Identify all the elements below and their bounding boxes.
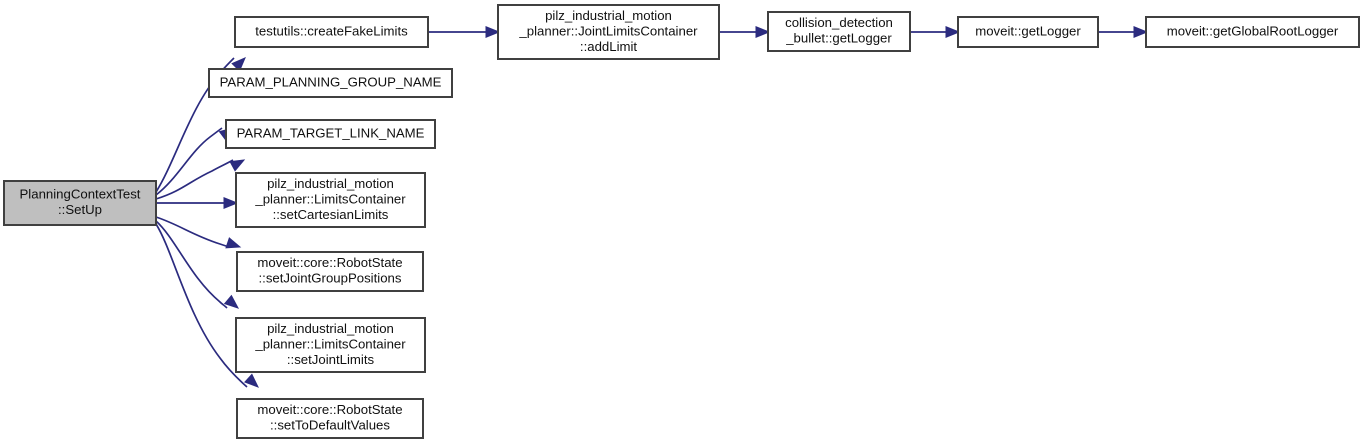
node-label-line: _planner::LimitsContainer — [254, 191, 406, 206]
graph-node-root[interactable]: PlanningContextTest::SetUp — [3, 180, 157, 226]
node-label-line: ::setJointLimits — [287, 352, 375, 367]
edge-addLimit-to-bulletGetLogger — [719, 26, 771, 38]
node-label-line: pilz_industrial_motion — [267, 321, 394, 336]
nodes-layer: PlanningContextTest::SetUp testutils::cre… — [3, 4, 1360, 439]
node-label-line: ::setJointGroupPositions — [259, 271, 402, 286]
node-label-line: ::SetUp — [58, 202, 102, 217]
node-label-line: PARAM_TARGET_LINK_NAME — [237, 125, 425, 140]
arrowhead — [225, 237, 242, 249]
node-label-line: pilz_industrial_motion — [545, 8, 672, 23]
node-label-line: _planner::LimitsContainer — [254, 336, 406, 351]
node-box[interactable] — [957, 16, 1099, 48]
node-label-line: moveit::core::RobotState — [257, 255, 402, 270]
node-box[interactable] — [767, 11, 911, 52]
edge-root-to-setToDefaultValues — [155, 223, 259, 388]
node-label-line: moveit::getGlobalRootLogger — [1167, 23, 1339, 38]
node-label-line: PARAM_PLANNING_GROUP_NAME — [220, 74, 442, 89]
node-box[interactable] — [3, 180, 157, 226]
arrowhead — [231, 57, 246, 72]
graph-node-addLimit[interactable]: pilz_industrial_motion_planner::JointLim… — [497, 4, 720, 60]
node-box[interactable] — [236, 251, 424, 292]
graph-node-setJointGroupPositions[interactable]: moveit::core::RobotState::setJointGroupP… — [236, 251, 424, 292]
edge-createFakeLimits-to-addLimit — [428, 26, 501, 38]
graph-node-setJointLimits[interactable]: pilz_industrial_motion_planner::LimitsCo… — [235, 317, 426, 373]
graph-node-paramPlanningGroupName[interactable]: PARAM_PLANNING_GROUP_NAME — [208, 68, 453, 98]
arrowhead — [485, 26, 501, 38]
node-label-line: ::setCartesianLimits — [273, 207, 389, 222]
edge-bulletGetLogger-to-moveitGetLogger — [910, 26, 961, 38]
arrowhead — [223, 294, 240, 309]
node-label-line: _bullet::getLogger — [785, 31, 892, 46]
node-label-line: collision_detection — [785, 15, 893, 30]
node-box[interactable] — [225, 119, 436, 149]
node-box[interactable] — [208, 68, 453, 98]
node-label-line: ::setToDefaultValues — [270, 418, 390, 433]
arrowhead — [223, 197, 239, 209]
graph-node-moveitGetLogger[interactable]: moveit::getLogger — [957, 16, 1099, 48]
graph-node-moveitGetGlobalRootLogger[interactable]: moveit::getGlobalRootLogger — [1145, 16, 1360, 48]
edges-layer — [155, 26, 1149, 388]
arrowhead — [1133, 26, 1149, 38]
graph-node-setToDefaultValues[interactable]: moveit::core::RobotState::setToDefaultVa… — [236, 398, 424, 439]
arrowhead — [244, 373, 259, 388]
node-box[interactable] — [235, 172, 426, 228]
graph-node-paramTargetLinkName[interactable]: PARAM_TARGET_LINK_NAME — [225, 119, 436, 149]
edge-moveitGetLogger-to-moveitGetGlobalRootLogger — [1098, 26, 1149, 38]
node-box[interactable] — [235, 317, 426, 373]
graph-node-createFakeLimits[interactable]: testutils::createFakeLimits — [234, 16, 429, 48]
node-box[interactable] — [1145, 16, 1360, 48]
node-label-line: ::addLimit — [580, 39, 638, 54]
arrowhead — [755, 26, 771, 38]
node-label-line: moveit::core::RobotState — [257, 402, 402, 417]
node-box[interactable] — [234, 16, 429, 48]
edge-root-to-setJointLimits — [155, 220, 240, 309]
node-label-line: PlanningContextTest — [20, 187, 141, 202]
node-label-line: testutils::createFakeLimits — [255, 23, 408, 38]
node-label-line: moveit::getLogger — [975, 23, 1081, 38]
node-box[interactable] — [497, 4, 720, 60]
edge-root-to-setCartesianLimits — [156, 197, 239, 209]
graph-node-bulletGetLogger[interactable]: collision_detection_bullet::getLogger — [767, 11, 911, 52]
edge-root-to-setJointGroupPositions — [155, 216, 242, 249]
node-label-line: _planner::JointLimitsContainer — [518, 23, 698, 38]
graph-node-setCartesianLimits[interactable]: pilz_industrial_motion_planner::LimitsCo… — [235, 172, 426, 228]
arrowhead — [229, 159, 246, 172]
node-box[interactable] — [236, 398, 424, 439]
edge-root-to-paramTargetLinkName — [155, 159, 246, 200]
arrowhead — [945, 26, 961, 38]
node-label-line: pilz_industrial_motion — [267, 176, 394, 191]
